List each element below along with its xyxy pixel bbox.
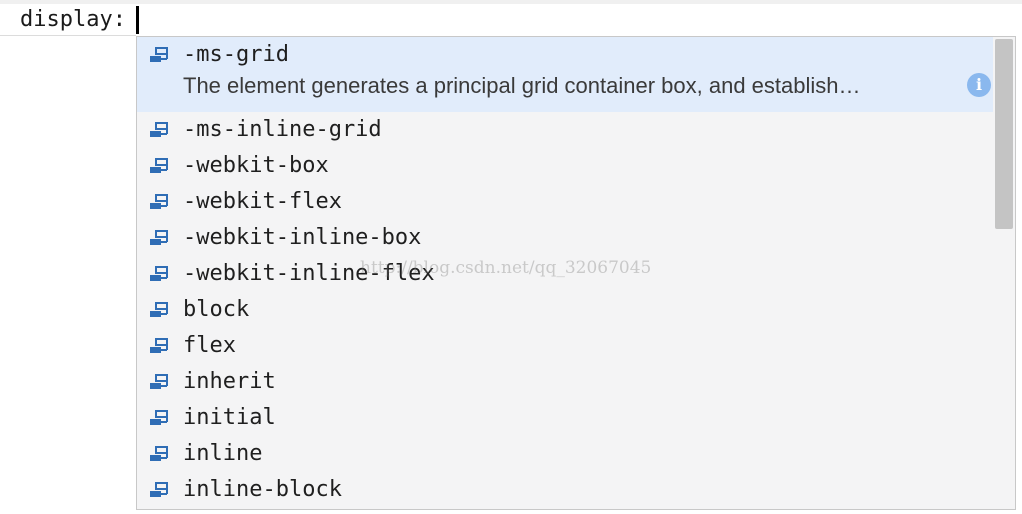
autocomplete-item-block[interactable]: block: [137, 292, 993, 328]
autocomplete-item-label: -webkit-box: [183, 153, 329, 178]
autocomplete-item-label: -webkit-inline-box: [183, 225, 422, 250]
autocomplete-scrollbar[interactable]: [993, 37, 1015, 509]
property-value-icon: [149, 302, 171, 320]
autocomplete-item-inline[interactable]: inline: [137, 436, 993, 472]
autocomplete-item-inherit[interactable]: inherit: [137, 364, 993, 400]
editor-bar: [0, 0, 1022, 36]
autocomplete-item-label: -ms-inline-grid: [183, 117, 382, 142]
autocomplete-item-label: -webkit-inline-flex: [183, 261, 435, 286]
autocomplete-item-initial[interactable]: initial: [137, 400, 993, 436]
autocomplete-item-label: initial: [183, 405, 276, 430]
autocomplete-item-webkit-inline-flex[interactable]: -webkit-inline-flex: [137, 256, 993, 292]
autocomplete-item-label: inline: [183, 441, 263, 466]
scrollbar-thumb[interactable]: [995, 39, 1013, 229]
editor-line[interactable]: [0, 6, 136, 36]
property-value-icon: [149, 266, 171, 284]
property-value-icon: [149, 158, 171, 176]
property-value-icon: [149, 230, 171, 248]
autocomplete-item-flex[interactable]: flex: [137, 328, 993, 364]
property-value-icon: [149, 338, 171, 356]
autocomplete-item-ms-grid[interactable]: -ms-grid The element generates a princip…: [137, 37, 993, 112]
property-value-icon: [149, 47, 171, 65]
text-caret: [136, 6, 139, 34]
property-value-icon: [149, 482, 171, 500]
autocomplete-item-label: block: [183, 297, 250, 322]
autocomplete-item-description: The element generates a principal grid c…: [183, 73, 861, 98]
autocomplete-item-webkit-box[interactable]: -webkit-box: [137, 148, 993, 184]
property-value-icon: [149, 122, 171, 140]
autocomplete-item-label: flex: [183, 333, 236, 358]
autocomplete-item-inline-block[interactable]: inline-block: [137, 472, 993, 508]
editor-divider: [0, 35, 136, 36]
autocomplete-item-ms-inline-grid[interactable]: -ms-inline-grid: [137, 112, 993, 148]
editor-text[interactable]: display:: [20, 7, 126, 32]
autocomplete-list: -ms-grid The element generates a princip…: [137, 37, 993, 508]
property-value-icon: [149, 194, 171, 212]
autocomplete-item-label: -webkit-flex: [183, 189, 342, 214]
autocomplete-item-label: -ms-grid: [183, 42, 289, 67]
watermark: http://blog.csdn.net/qq_32067045: [360, 258, 652, 278]
autocomplete-item-label: inline-block: [183, 477, 342, 502]
info-icon[interactable]: i: [967, 73, 991, 97]
property-value-icon: [149, 374, 171, 392]
autocomplete-popup: -ms-grid The element generates a princip…: [136, 36, 1016, 510]
property-value-icon: [149, 410, 171, 428]
autocomplete-item-webkit-flex[interactable]: -webkit-flex: [137, 184, 993, 220]
autocomplete-item-webkit-inline-box[interactable]: -webkit-inline-box: [137, 220, 993, 256]
autocomplete-item-label: inherit: [183, 369, 276, 394]
property-value-icon: [149, 446, 171, 464]
